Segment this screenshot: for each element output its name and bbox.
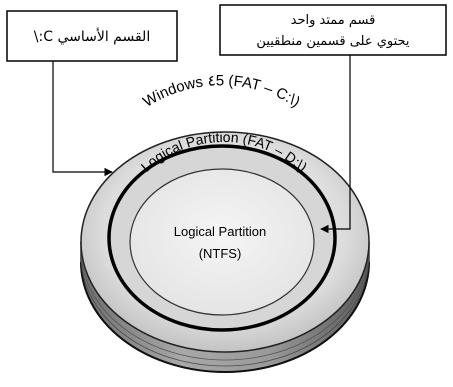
disk-bottom-edge bbox=[80, 261, 370, 373]
extended-partition-box bbox=[219, 4, 447, 56]
inner-logical-partition bbox=[129, 168, 315, 316]
extended-partition-callout: قسم ممتد واحد يحتوي على قسمين منطقيين bbox=[219, 4, 447, 234]
primary-partition-text: القسم الأساسي C:\ bbox=[34, 27, 150, 45]
extended-partition-text-line2: يحتوي على قسمين منطقيين bbox=[256, 34, 410, 49]
primary-partition-callout: القسم الأساسي C:\ bbox=[6, 10, 178, 177]
extended-partition-text-line1: قسم ممتد واحد bbox=[291, 13, 376, 28]
primary-partition-box bbox=[6, 10, 178, 62]
inner-partition-label-line1: Logical Partition bbox=[174, 224, 267, 239]
disk-rim-line bbox=[80, 249, 370, 361]
primary-partition-connector bbox=[52, 61, 113, 177]
disk bbox=[80, 131, 370, 373]
outer-ring-label: Windows ٤5 (FAT – C:\) bbox=[140, 72, 303, 111]
disk-rim-line bbox=[80, 255, 370, 367]
extended-partition-connector bbox=[320, 55, 351, 234]
inner-partition-label-line2: (NTFS) bbox=[199, 246, 242, 261]
